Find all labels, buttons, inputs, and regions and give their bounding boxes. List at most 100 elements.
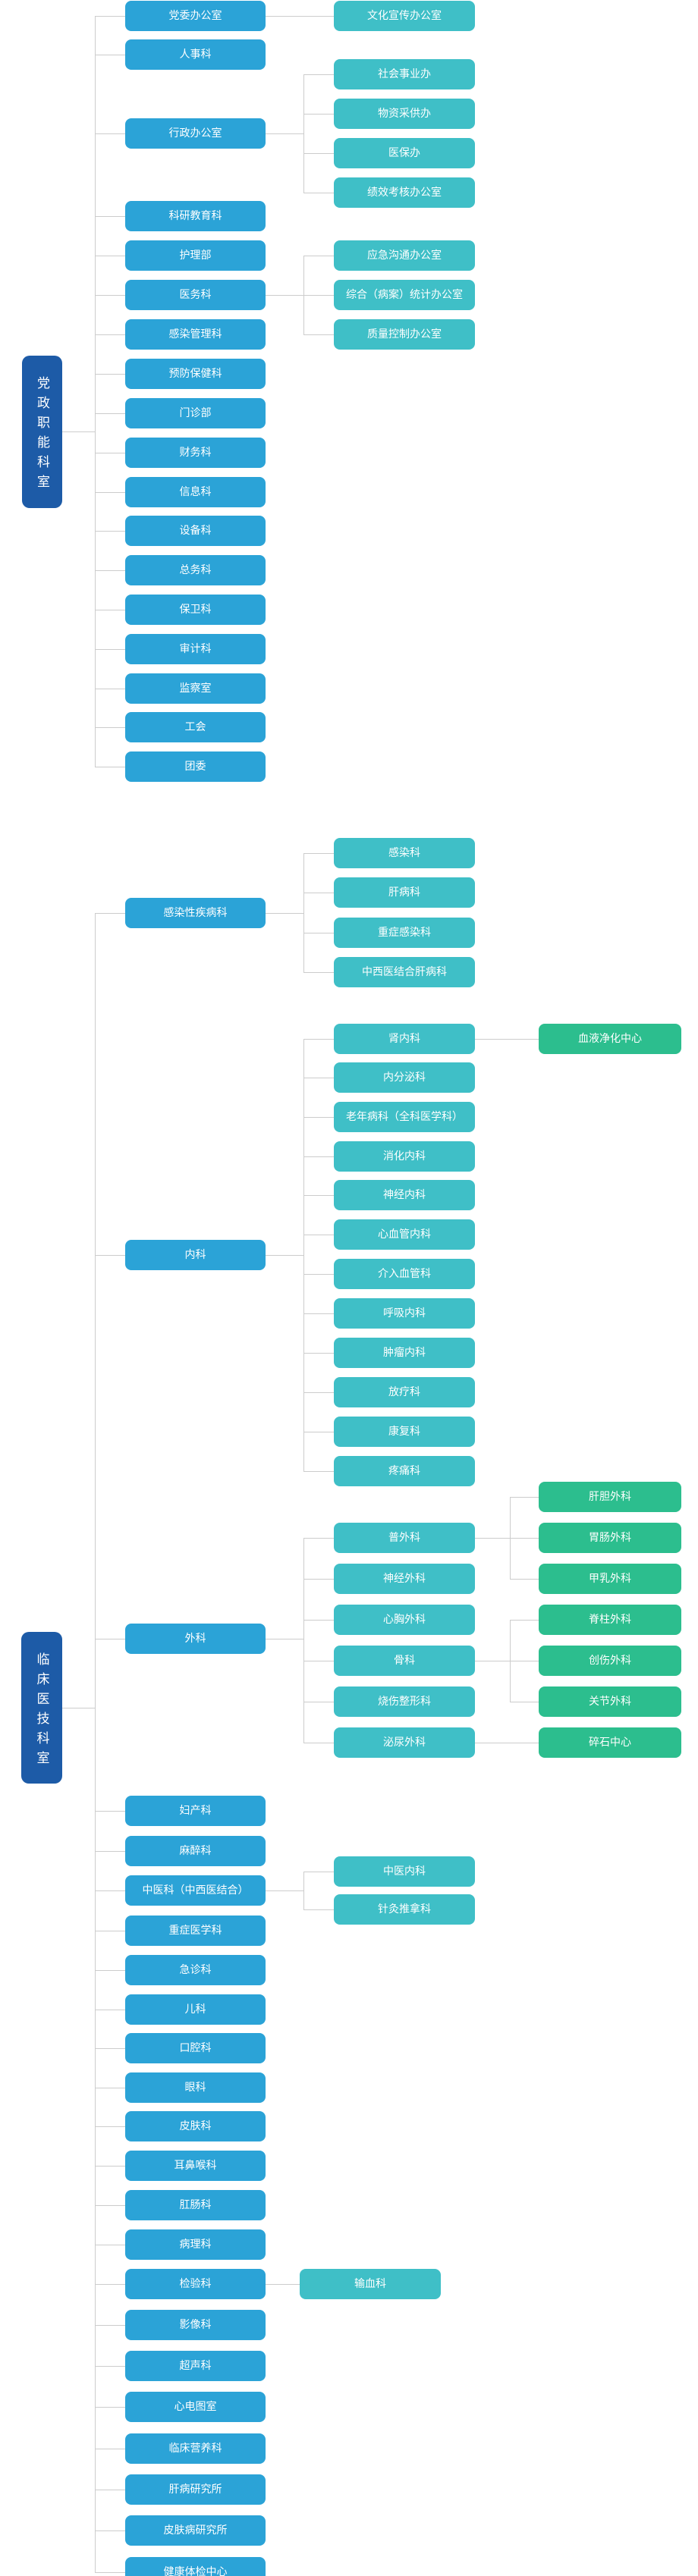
org-node[interactable]: 中西医结合肝病科: [334, 957, 475, 987]
connector-line: [475, 1038, 539, 1040]
connector-line: [95, 2047, 125, 2049]
org-node[interactable]: 肿瘤内科: [334, 1338, 475, 1368]
org-node[interactable]: 心胸外科: [334, 1605, 475, 1635]
org-node[interactable]: 医务科: [125, 280, 266, 310]
org-node[interactable]: 重症感染科: [334, 918, 475, 948]
org-node[interactable]: 麻醉科: [125, 1836, 266, 1866]
org-node[interactable]: 财务科: [125, 438, 266, 468]
org-node[interactable]: 急诊科: [125, 1955, 266, 1985]
org-node[interactable]: 感染科: [334, 838, 475, 868]
org-node[interactable]: 血液净化中心: [539, 1024, 681, 1054]
org-node[interactable]: 普外科: [334, 1523, 475, 1553]
org-node[interactable]: 输血科: [300, 2269, 441, 2299]
org-node[interactable]: 门诊部: [125, 398, 266, 428]
org-node[interactable]: 工会: [125, 712, 266, 742]
org-node[interactable]: 放疗科: [334, 1377, 475, 1407]
org-node[interactable]: 关节外科: [539, 1686, 681, 1717]
org-node[interactable]: 心血管内科: [334, 1219, 475, 1250]
org-node[interactable]: 消化内科: [334, 1141, 475, 1172]
org-node[interactable]: 科研教育科: [125, 201, 266, 231]
connector-line: [95, 2126, 125, 2127]
org-node[interactable]: 耳鼻喉科: [125, 2151, 266, 2181]
org-node[interactable]: 健康体检中心: [125, 2557, 266, 2576]
org-node[interactable]: 护理部: [125, 240, 266, 271]
org-node[interactable]: 甲乳外科: [539, 1564, 681, 1594]
org-node[interactable]: 呼吸内科: [334, 1298, 475, 1329]
org-node[interactable]: 绩效考核办公室: [334, 177, 475, 208]
org-node[interactable]: 总务科: [125, 555, 266, 585]
connector-line: [95, 491, 125, 493]
org-node[interactable]: 信息科: [125, 477, 266, 507]
org-node[interactable]: 康复科: [334, 1417, 475, 1447]
org-node[interactable]: 审计科: [125, 634, 266, 664]
connector-line: [95, 2283, 125, 2285]
connector-line: [95, 2204, 125, 2206]
org-node[interactable]: 病理科: [125, 2229, 266, 2260]
org-node[interactable]: 妇产科: [125, 1796, 266, 1826]
org-node[interactable]: 神经内科: [334, 1180, 475, 1210]
connector-line: [303, 1313, 334, 1314]
org-node[interactable]: 影像科: [125, 2310, 266, 2340]
org-node[interactable]: 介入血管科: [334, 1259, 475, 1289]
org-node[interactable]: 内分泌科: [334, 1062, 475, 1093]
org-node[interactable]: 皮肤科: [125, 2111, 266, 2141]
org-node[interactable]: 神经外科: [334, 1564, 475, 1594]
org-node[interactable]: 口腔科: [125, 2033, 266, 2063]
connector-line: [266, 912, 303, 914]
org-node[interactable]: 临床营养科: [125, 2433, 266, 2464]
org-node[interactable]: 碎石中心: [539, 1727, 681, 1758]
section-label-node[interactable]: 党政职能科室: [22, 356, 62, 508]
org-node[interactable]: 中医内科: [334, 1856, 475, 1887]
connector-line: [303, 113, 334, 115]
org-node[interactable]: 烧伤整形科: [334, 1686, 475, 1717]
org-node[interactable]: 社会事业办: [334, 59, 475, 89]
org-node[interactable]: 团委: [125, 751, 266, 782]
connector-line: [95, 1890, 125, 1891]
org-node[interactable]: 肛肠科: [125, 2190, 266, 2220]
connector-line: [266, 15, 334, 17]
org-node[interactable]: 老年病科（全科医学科）: [334, 1102, 475, 1132]
org-node[interactable]: 肝病科: [334, 877, 475, 908]
org-node[interactable]: 外科: [125, 1624, 266, 1654]
org-node[interactable]: 监察室: [125, 673, 266, 704]
org-node[interactable]: 内科: [125, 1240, 266, 1270]
org-node[interactable]: 人事科: [125, 39, 266, 70]
org-node[interactable]: 胃肠外科: [539, 1523, 681, 1553]
org-node[interactable]: 重症医学科: [125, 1916, 266, 1946]
org-node[interactable]: 眼科: [125, 2072, 266, 2103]
org-node[interactable]: 应急沟通办公室: [334, 240, 475, 271]
org-node[interactable]: 质量控制办公室: [334, 319, 475, 350]
org-node[interactable]: 脊柱外科: [539, 1605, 681, 1635]
org-node[interactable]: 儿科: [125, 1994, 266, 2025]
connector-line: [95, 2365, 125, 2367]
connector-line: [510, 1619, 539, 1621]
org-node[interactable]: 感染管理科: [125, 319, 266, 350]
org-node[interactable]: 文化宣传办公室: [334, 1, 475, 31]
org-node[interactable]: 保卫科: [125, 595, 266, 625]
org-node[interactable]: 心电图室: [125, 2392, 266, 2422]
org-node[interactable]: 综合（病案）统计办公室: [334, 280, 475, 310]
org-node[interactable]: 检验科: [125, 2269, 266, 2299]
org-node[interactable]: 肝病研究所: [125, 2474, 266, 2505]
org-node[interactable]: 疼痛科: [334, 1456, 475, 1486]
org-node[interactable]: 创伤外科: [539, 1646, 681, 1676]
org-node[interactable]: 党委办公室: [125, 1, 266, 31]
org-node[interactable]: 行政办公室: [125, 118, 266, 149]
org-node[interactable]: 设备科: [125, 516, 266, 546]
section-label-node[interactable]: 临床医技科室: [21, 1632, 62, 1784]
org-node[interactable]: 骨科: [334, 1646, 475, 1676]
org-node[interactable]: 中医科（中西医结合）: [125, 1875, 266, 1906]
connector-line: [95, 2324, 125, 2326]
org-node[interactable]: 超声科: [125, 2351, 266, 2381]
org-node[interactable]: 医保办: [334, 138, 475, 168]
org-node[interactable]: 泌尿外科: [334, 1727, 475, 1758]
org-node[interactable]: 肾内科: [334, 1024, 475, 1054]
connector-line: [303, 1156, 334, 1157]
org-node[interactable]: 肝胆外科: [539, 1482, 681, 1512]
org-node[interactable]: 针灸推拿科: [334, 1894, 475, 1925]
org-node[interactable]: 物资采供办: [334, 99, 475, 129]
org-node[interactable]: 感染性疾病科: [125, 898, 266, 928]
org-node[interactable]: 预防保健科: [125, 359, 266, 389]
org-node[interactable]: 皮肤病研究所: [125, 2515, 266, 2546]
